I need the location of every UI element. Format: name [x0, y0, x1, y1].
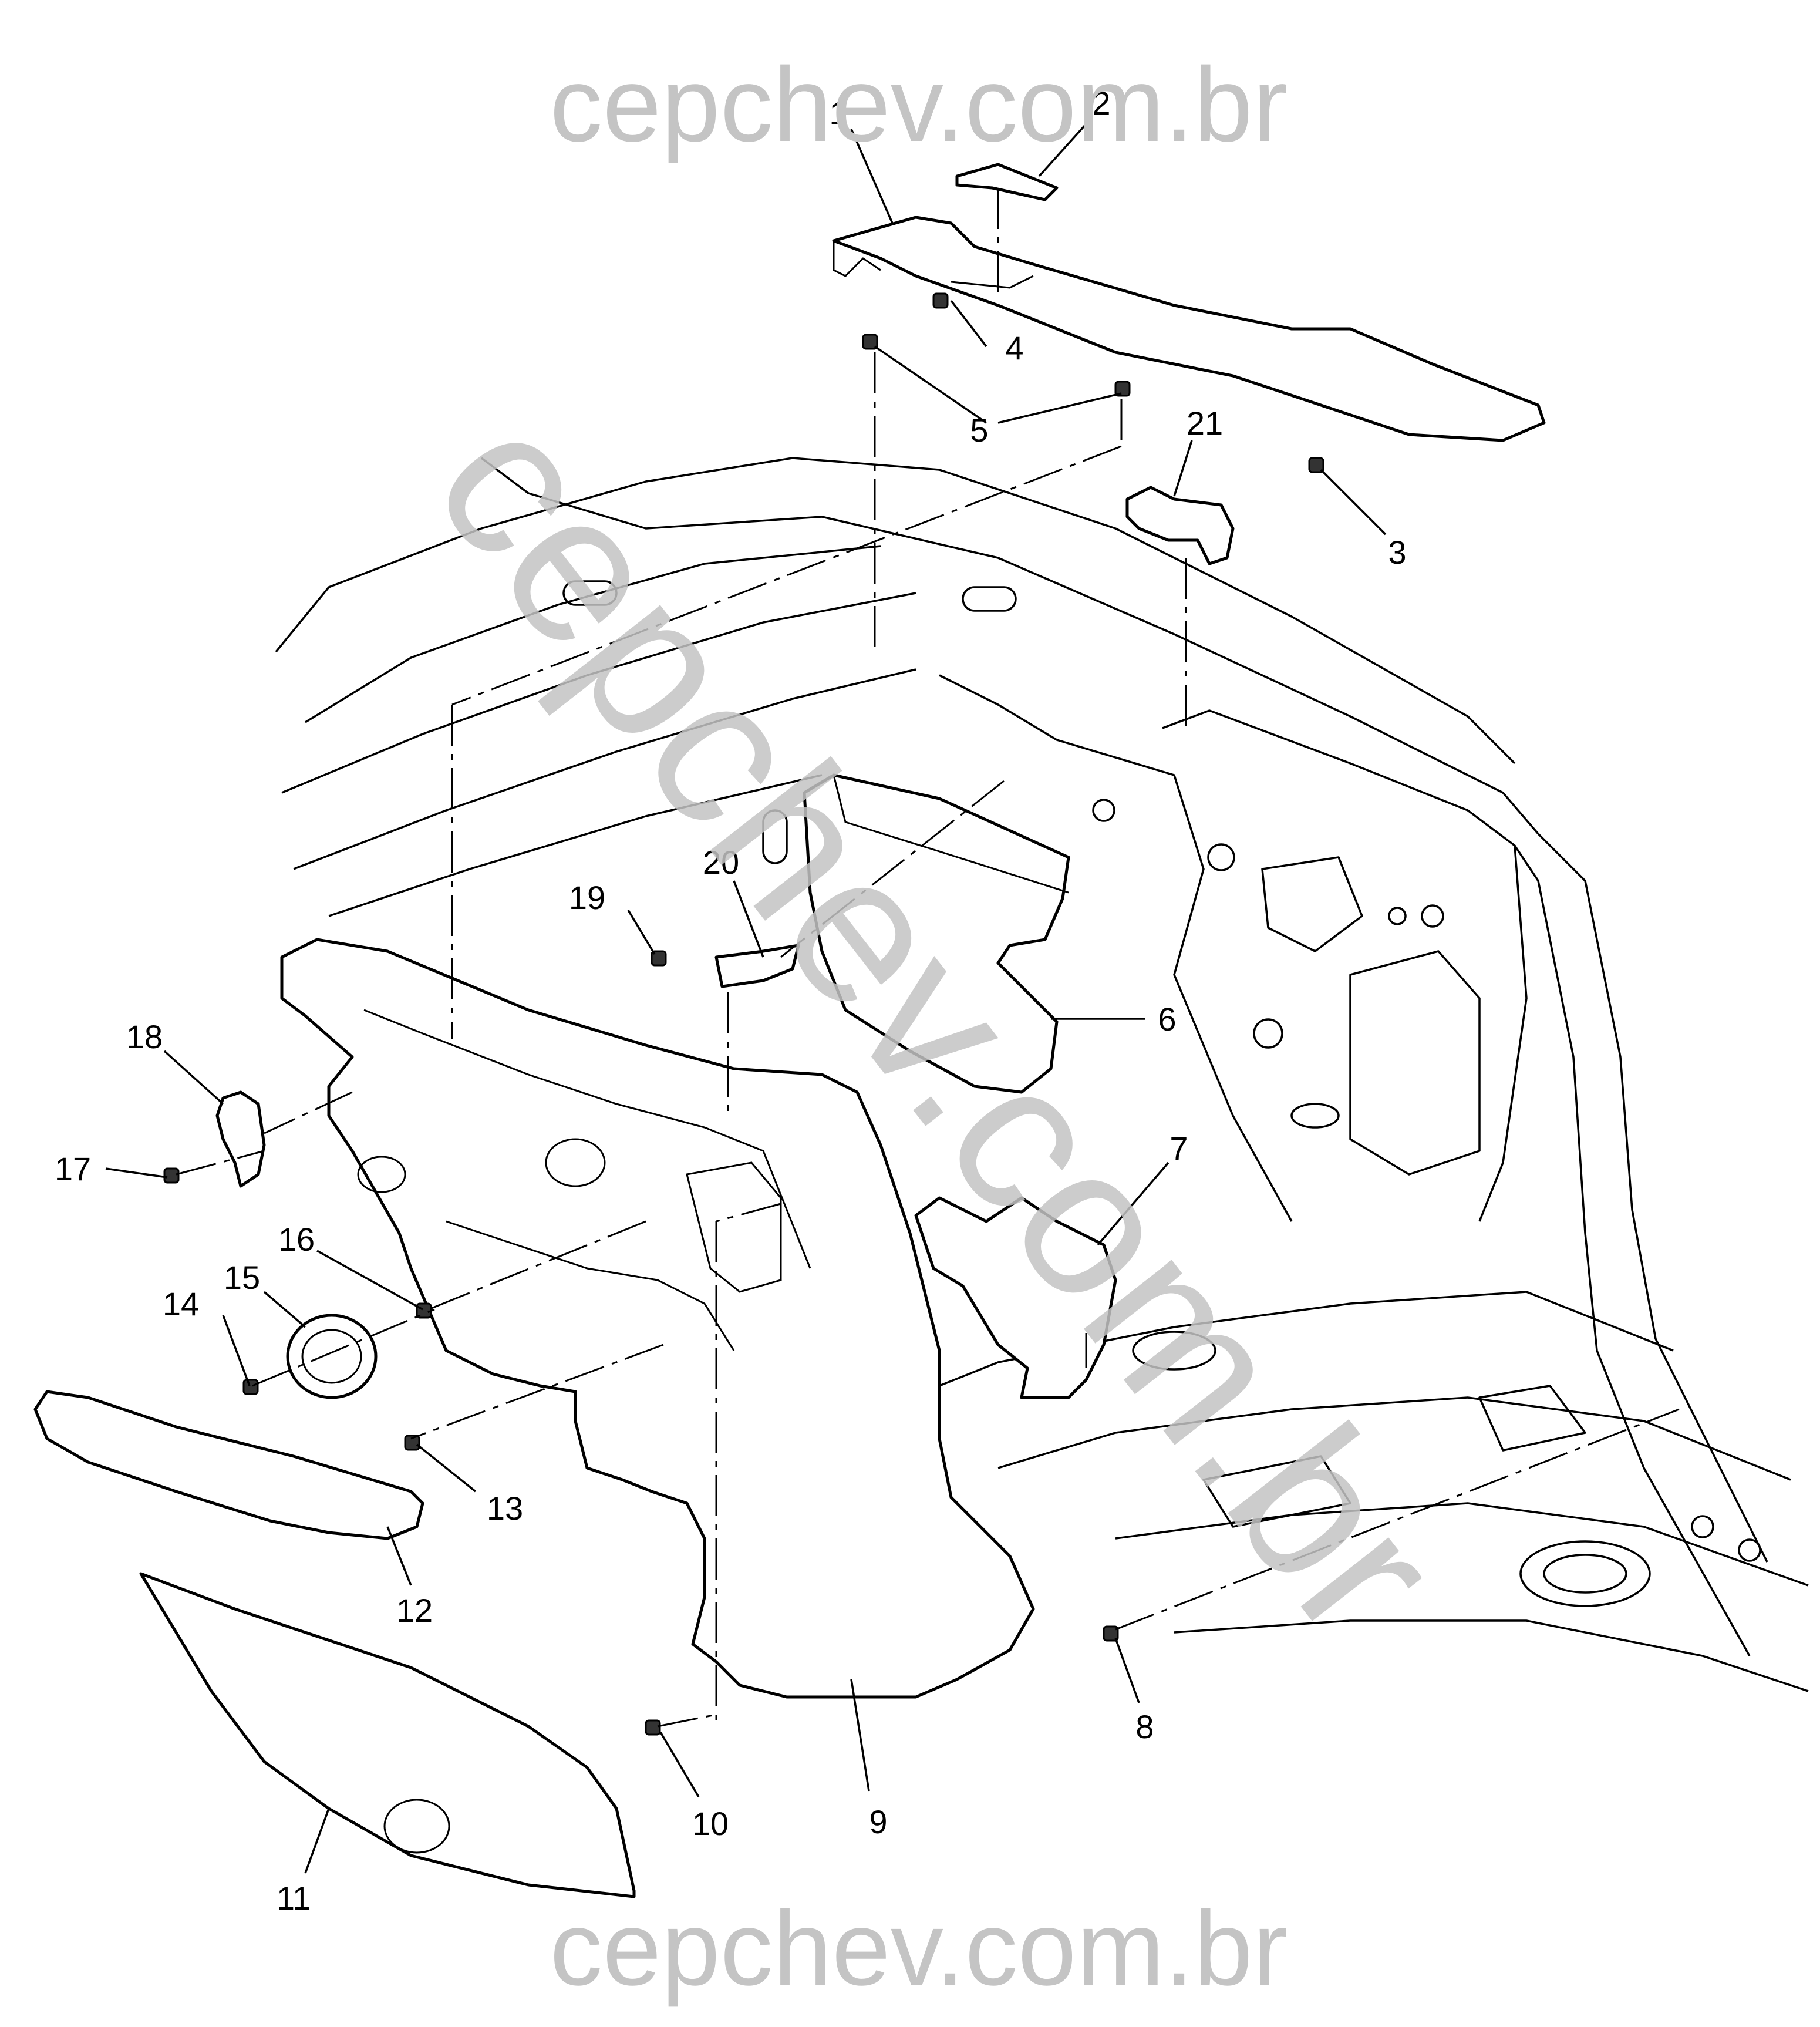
callout-21: 21 [1187, 405, 1223, 442]
callout-13: 13 [487, 1490, 523, 1527]
callout-8: 8 [1135, 1708, 1154, 1745]
leader-lines [105, 116, 1387, 1874]
callout-17: 17 [55, 1150, 91, 1187]
clip-4 [932, 292, 949, 309]
clip-5b [1114, 381, 1131, 397]
clip-3 [1308, 457, 1324, 473]
part-20-bracket [714, 944, 800, 988]
callout-4: 4 [1005, 329, 1023, 366]
parts [33, 163, 1546, 1898]
part-9-quarter-panel [280, 938, 1035, 1699]
callout-10: 10 [692, 1805, 729, 1842]
callout-3: 3 [1388, 534, 1406, 571]
part-15-speaker [286, 1314, 378, 1399]
part-1-trim-panel [832, 216, 1546, 442]
callout-1: 1 [829, 95, 847, 132]
part-2-cap [955, 163, 1059, 201]
watermark-top: cepchev.com.br [550, 46, 1288, 164]
callout-16: 16 [278, 1221, 315, 1258]
watermark-bottom: cepchev.com.br [550, 1890, 1288, 2008]
clip-10 [645, 1719, 661, 1736]
callout-20: 20 [703, 844, 739, 881]
callout-7: 7 [1169, 1130, 1188, 1167]
clip-19 [651, 950, 667, 967]
part-18-retainer [215, 1090, 266, 1188]
callout-12: 12 [396, 1592, 433, 1629]
clip-13 [404, 1435, 420, 1451]
callout-15: 15 [224, 1259, 260, 1296]
assembly-lines [176, 188, 1680, 1728]
callout-labels: 1 2 3 4 5 6 7 8 9 10 11 12 13 14 15 16 1… [55, 85, 1407, 1917]
clip-14 [242, 1379, 259, 1395]
part-21-bracket [1125, 486, 1235, 565]
clip-5a [862, 334, 878, 350]
callout-9: 9 [869, 1803, 887, 1840]
part-7-duct [914, 1196, 1117, 1399]
callout-19: 19 [569, 879, 605, 916]
part-6-duct [803, 773, 1070, 1094]
callout-11: 11 [277, 1880, 311, 1917]
part-12-trim-strip [33, 1390, 424, 1540]
callout-14: 14 [163, 1285, 199, 1322]
callout-18: 18 [126, 1018, 163, 1055]
clip-17 [163, 1167, 180, 1184]
part-11-lower-cover [139, 1572, 636, 1898]
callout-5: 5 [970, 412, 988, 449]
callout-2: 2 [1092, 85, 1110, 122]
callout-6: 6 [1158, 1001, 1176, 1038]
clip-8 [1103, 1625, 1119, 1642]
vehicle-body-structure [275, 457, 1809, 1692]
